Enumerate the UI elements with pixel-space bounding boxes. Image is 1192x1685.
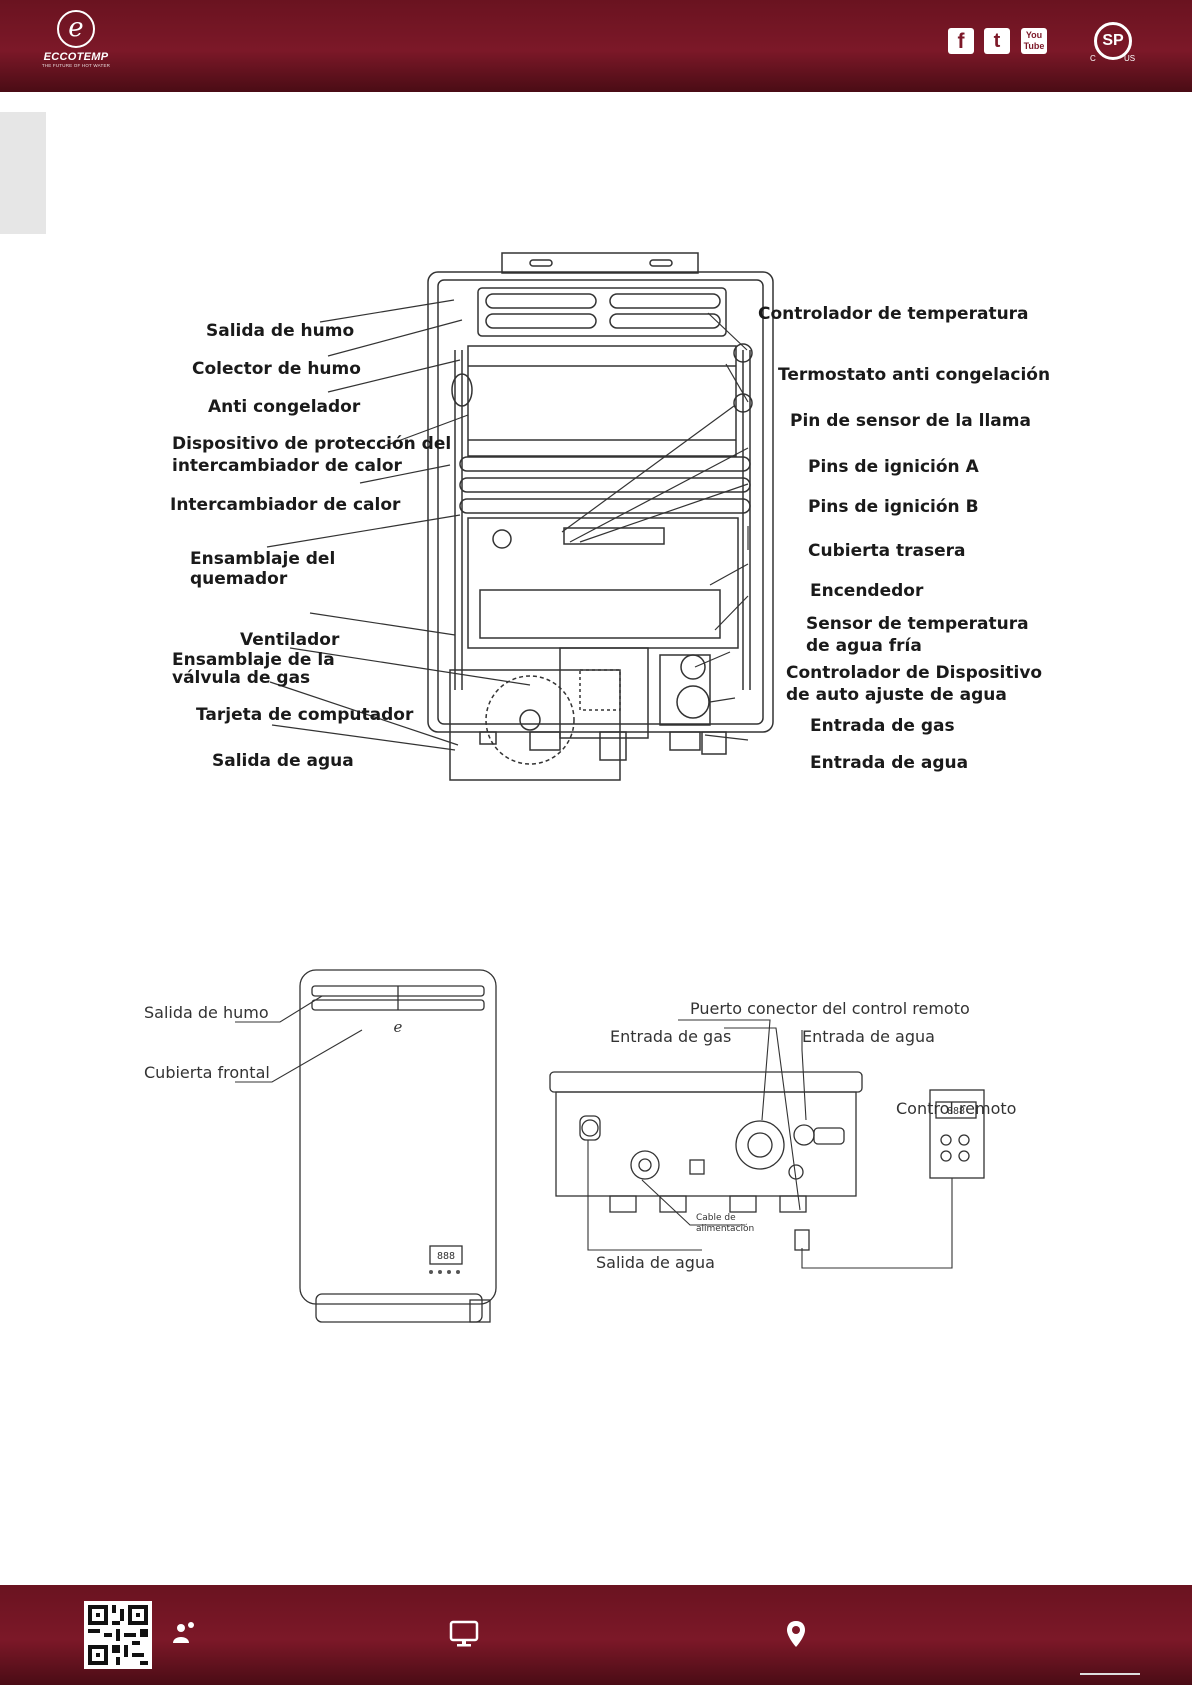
front-display-text: 888 xyxy=(437,1251,455,1262)
header-bar: e ECCOTEMP THE FUTURE OF HOT WATER f t Y… xyxy=(0,0,1192,92)
footer-bar xyxy=(0,1585,1192,1685)
label-salida-de-humo: Salida de humo xyxy=(206,321,354,341)
label-bottom-entrada-de-gas: Entrada de gas xyxy=(610,1027,731,1046)
label-bottom-entrada-de-agua: Entrada de agua xyxy=(802,1027,935,1046)
twitter-icon[interactable]: t xyxy=(984,28,1010,54)
qr-code-icon[interactable] xyxy=(84,1601,152,1669)
label-dispositivo-proteccion-1: Dispositivo de protección del xyxy=(172,434,451,454)
side-tab[interactable] xyxy=(0,112,46,234)
label-cable-alimentacion-1: Cable de xyxy=(696,1213,736,1223)
label-cubierta-trasera: Cubierta trasera xyxy=(808,541,966,561)
label-front-salida-de-humo: Salida de humo xyxy=(144,1003,269,1022)
brand-name: ECCOTEMP xyxy=(43,51,109,63)
label-valvula-gas-1: Ensamblaje de la xyxy=(172,650,335,670)
remote-display-text: 888 xyxy=(947,1106,965,1117)
label-pin-sensor-llama: Pin de sensor de la llama xyxy=(790,411,1031,431)
label-anti-congelador: Anti congelador xyxy=(208,397,361,417)
youtube-icon[interactable]: You Tube xyxy=(1021,28,1047,54)
label-intercambiador-de-calor: Intercambiador de calor xyxy=(170,495,401,515)
location-pin-icon[interactable] xyxy=(784,1619,808,1649)
label-control-remoto: Control remoto xyxy=(896,1099,1016,1118)
brand-logo[interactable]: e ECCOTEMP THE FUTURE OF HOT WATER xyxy=(36,10,116,80)
label-ensamblaje-quemador-1: Ensamblaje del xyxy=(190,549,335,569)
label-controlador-dispositivo-2: de auto ajuste de agua xyxy=(786,685,1007,705)
label-cubierta-frontal: Cubierta frontal xyxy=(144,1063,270,1082)
csa-us-text: US xyxy=(1124,54,1136,63)
facebook-icon[interactable]: f xyxy=(948,28,974,54)
label-ensamblaje-quemador-2: quemador xyxy=(190,569,288,589)
label-termostato-anti-congelacion: Termostato anti congelación xyxy=(778,365,1050,385)
csa-c-text: C xyxy=(1090,54,1096,63)
label-entrada-de-gas: Entrada de gas xyxy=(810,716,955,736)
label-colector-de-humo: Colector de humo xyxy=(192,359,361,379)
label-valvula-gas-2: válvula de gas xyxy=(172,668,310,688)
bottom-view-diagram: Puerto conector del control remoto Entra… xyxy=(549,999,1016,1272)
logo-e-icon: e xyxy=(57,10,95,48)
brand-tagline: THE FUTURE OF HOT WATER xyxy=(41,63,111,68)
label-salida-de-agua: Salida de agua xyxy=(212,751,354,771)
label-encendedor: Encendedor xyxy=(810,581,924,601)
youtube-icon-bottom: Tube xyxy=(1023,41,1045,51)
csa-certification-mark: SP C US xyxy=(1090,20,1136,66)
label-pins-ignicion-a: Pins de ignición A xyxy=(808,457,980,477)
label-dispositivo-proteccion-2: intercambiador de calor xyxy=(172,456,403,476)
phone-support-icon[interactable] xyxy=(170,1619,198,1647)
label-cable-alimentacion-2: alimentación xyxy=(696,1223,754,1234)
label-tarjeta-de-computador: Tarjeta de computador xyxy=(196,705,414,725)
label-ventilador: Ventilador xyxy=(240,630,340,650)
label-pins-ignicion-b: Pins de ignición B xyxy=(808,497,979,517)
front-logo-icon: e xyxy=(394,1018,403,1036)
label-controlador-de-temperatura: Controlador de temperatura xyxy=(758,304,1029,324)
page-corner-divider xyxy=(1080,1673,1140,1675)
interior-components-diagram: Salida de humo Colector de humo Anti con… xyxy=(170,252,1050,781)
website-monitor-icon[interactable] xyxy=(448,1619,480,1649)
label-entrada-de-agua: Entrada de agua xyxy=(810,753,968,773)
front-view-diagram: e 888 Salida de humo Cubierta frontal xyxy=(144,969,497,1323)
label-controlador-dispositivo-1: Controlador de Dispositivo xyxy=(786,663,1042,683)
csa-mark-text: SP xyxy=(1094,22,1132,60)
youtube-icon-top: You xyxy=(1025,30,1043,40)
label-sensor-temperatura-1: Sensor de temperatura xyxy=(806,614,1029,634)
label-bottom-salida-de-agua: Salida de agua xyxy=(596,1253,715,1272)
label-puerto-conector-control-remoto: Puerto conector del control remoto xyxy=(690,999,970,1018)
label-sensor-temperatura-2: de agua fría xyxy=(806,636,922,656)
